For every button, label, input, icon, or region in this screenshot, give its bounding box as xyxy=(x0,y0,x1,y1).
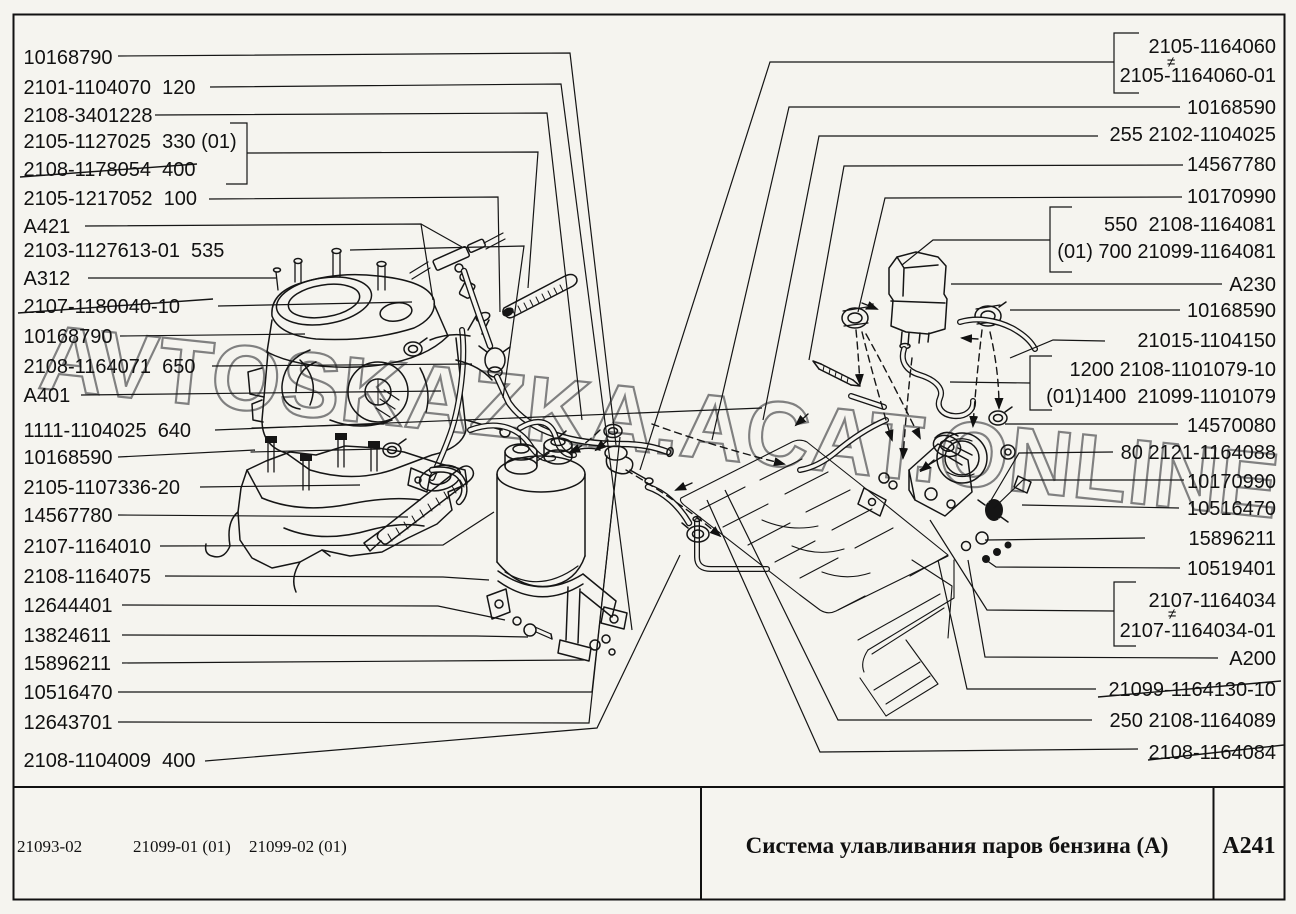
svg-text:2108-1178054 400: 2108-1178054 400 xyxy=(24,159,196,181)
svg-text:A421: A421 xyxy=(24,216,71,238)
svg-text:2101-1104070 120: 2101-1104070 120 xyxy=(24,77,196,99)
svg-text:1200 2108-1101079-10: 1200 2108-1101079-10 xyxy=(1070,359,1276,381)
svg-text:1111-1104025 640: 1111-1104025 640 xyxy=(24,420,192,442)
svg-text:250 2108-1164089: 250 2108-1164089 xyxy=(1110,710,1276,732)
svg-text:12644401: 12644401 xyxy=(24,595,113,617)
svg-text:10516470: 10516470 xyxy=(1187,498,1276,520)
svg-text:2105-1164060: 2105-1164060 xyxy=(1148,36,1276,58)
svg-text:14567780: 14567780 xyxy=(1187,154,1276,176)
svg-text:10519401: 10519401 xyxy=(1187,558,1276,580)
svg-text:2105-1107336-20: 2105-1107336-20 xyxy=(24,477,180,499)
svg-text:2108-1164075: 2108-1164075 xyxy=(24,566,152,588)
svg-text:10168590: 10168590 xyxy=(1187,97,1276,119)
svg-text:2105-1164060-01: 2105-1164060-01 xyxy=(1120,65,1276,87)
svg-text:2107-1164034: 2107-1164034 xyxy=(1148,590,1276,612)
svg-text:2105-1127025 330 (01): 2105-1127025 330 (01) xyxy=(24,131,237,153)
svg-text:2108-1164084: 2108-1164084 xyxy=(1148,742,1276,764)
svg-text:10168790: 10168790 xyxy=(24,326,113,348)
svg-text:A401: A401 xyxy=(24,385,71,407)
svg-text:2105-1217052 100: 2105-1217052 100 xyxy=(24,188,198,210)
svg-text:14567780: 14567780 xyxy=(24,505,113,527)
svg-text:15896211: 15896211 xyxy=(24,653,112,675)
svg-text:2108-3401228: 2108-3401228 xyxy=(24,105,153,127)
svg-text:10168590: 10168590 xyxy=(24,447,113,469)
svg-text:21093-02: 21093-02 xyxy=(17,837,82,856)
svg-text:2108-1104009 400: 2108-1104009 400 xyxy=(24,750,196,772)
svg-text:(01)1400 21099-1101079: (01)1400 21099-1101079 xyxy=(1046,386,1276,408)
svg-text:10516470: 10516470 xyxy=(24,682,113,704)
svg-text:21099-1164130-10: 21099-1164130-10 xyxy=(1108,679,1276,701)
svg-text:10168790: 10168790 xyxy=(24,47,113,69)
svg-text:A230: A230 xyxy=(1229,274,1276,296)
svg-text:10170990: 10170990 xyxy=(1187,186,1276,208)
svg-text:80 2121-1164088: 80 2121-1164088 xyxy=(1121,442,1276,464)
svg-text:21015-1104150: 21015-1104150 xyxy=(1137,330,1276,352)
svg-text:2107-1164010: 2107-1164010 xyxy=(24,536,152,558)
svg-text:255 2102-1104025: 255 2102-1104025 xyxy=(1110,124,1276,146)
svg-text:А241: А241 xyxy=(1222,833,1275,859)
svg-text:2108-1164071 650: 2108-1164071 650 xyxy=(24,356,196,378)
svg-text:14570080: 14570080 xyxy=(1187,415,1276,437)
svg-text:550 2108-1164081: 550 2108-1164081 xyxy=(1104,214,1276,236)
svg-text:10168590: 10168590 xyxy=(1187,300,1276,322)
svg-text:A200: A200 xyxy=(1229,648,1276,670)
svg-text:10170990: 10170990 xyxy=(1187,471,1276,493)
svg-text:≠: ≠ xyxy=(1168,606,1176,623)
svg-text:2107-1164034-01: 2107-1164034-01 xyxy=(1120,620,1276,642)
svg-text:21099-02 (01): 21099-02 (01) xyxy=(249,837,347,856)
svg-text:≠: ≠ xyxy=(1167,54,1175,71)
svg-text:(01) 700 21099-1164081: (01) 700 21099-1164081 xyxy=(1057,241,1276,263)
svg-text:12643701: 12643701 xyxy=(24,712,113,734)
svg-text:2103-1127613-01 535: 2103-1127613-01 535 xyxy=(24,240,225,262)
svg-text:15896211: 15896211 xyxy=(1189,528,1277,550)
svg-text:2107-1180040-10: 2107-1180040-10 xyxy=(24,296,180,318)
svg-text:21099-01 (01): 21099-01 (01) xyxy=(133,837,231,856)
svg-text:Система улавливания паров бенз: Система улавливания паров бензина (А) xyxy=(746,833,1169,858)
svg-text:A312: A312 xyxy=(24,268,71,290)
svg-text:13824611: 13824611 xyxy=(24,625,112,647)
